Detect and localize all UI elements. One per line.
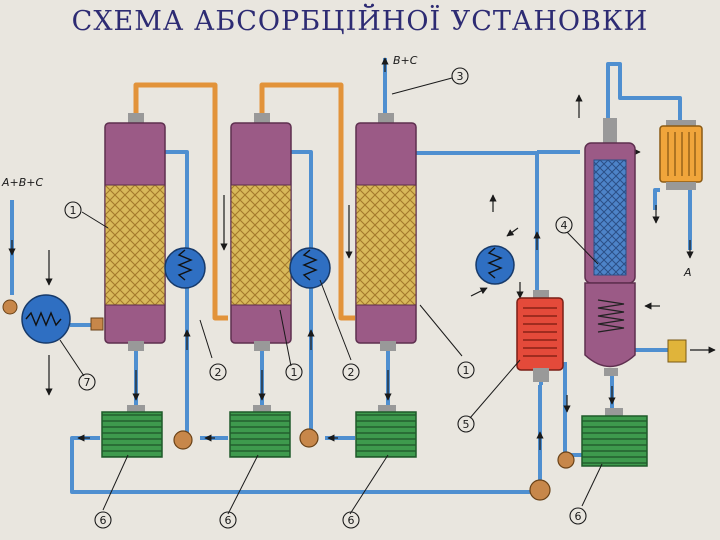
callout-heater: 5 bbox=[463, 418, 470, 431]
orange-pipes bbox=[133, 82, 355, 321]
callout-exchanger-middle: 2 bbox=[348, 366, 355, 379]
callout-feed-cooler: 7 bbox=[84, 376, 91, 389]
callout-gas-outlet: 3 bbox=[457, 70, 464, 83]
tank-2[interactable] bbox=[229, 405, 291, 458]
callout-tank-4: 6 bbox=[575, 510, 582, 523]
tank-1[interactable] bbox=[101, 405, 163, 458]
heat-exchanger-left[interactable] bbox=[164, 247, 206, 289]
callout-tank-1: 6 bbox=[100, 514, 107, 527]
leader-lines bbox=[59, 77, 603, 515]
label-product: А bbox=[683, 266, 692, 279]
callout-absorber-middle: 1 bbox=[291, 366, 298, 379]
flow-arrows bbox=[8, 57, 716, 450]
condenser[interactable] bbox=[659, 120, 703, 190]
callout-exchanger-left: 2 bbox=[215, 366, 222, 379]
tank-3[interactable] bbox=[355, 405, 417, 458]
tank-4[interactable] bbox=[581, 408, 648, 467]
callout-desorber: 4 bbox=[561, 219, 568, 232]
callout-tank-2: 6 bbox=[225, 514, 232, 527]
steam-valve[interactable] bbox=[667, 339, 687, 363]
callout-absorber-right: 1 bbox=[463, 364, 470, 377]
callout-absorber-left: 1 bbox=[70, 204, 77, 217]
pump-1[interactable] bbox=[173, 430, 193, 450]
feed-cooler[interactable] bbox=[2, 294, 104, 344]
heat-exchanger-right[interactable] bbox=[475, 245, 515, 285]
pump-4[interactable] bbox=[557, 451, 575, 469]
absorber-3[interactable] bbox=[355, 113, 417, 351]
callout-circles bbox=[64, 67, 587, 529]
heater[interactable] bbox=[516, 290, 564, 382]
label-top-outlet: В+С bbox=[393, 54, 418, 67]
pump-2[interactable] bbox=[299, 428, 319, 448]
callout-tank-3: 6 bbox=[348, 514, 355, 527]
heat-exchanger-middle[interactable] bbox=[289, 247, 331, 289]
label-feed: А+В+С bbox=[1, 176, 44, 189]
absorber-1[interactable] bbox=[104, 113, 166, 351]
pump-3[interactable] bbox=[529, 479, 551, 501]
absorber-2[interactable] bbox=[230, 113, 292, 351]
desorber[interactable] bbox=[584, 118, 636, 376]
page-title: СХЕМА АБСОРБЦІЙНОЇ УСТАНОВКИ bbox=[71, 6, 649, 37]
